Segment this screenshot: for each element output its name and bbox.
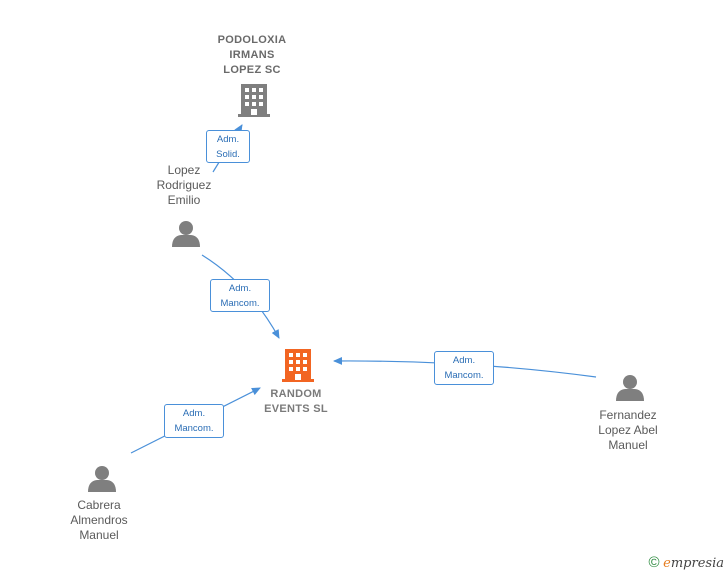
company-label-podoloxia[interactable]: PODOLOXIA IRMANS LOPEZ SC — [202, 33, 302, 78]
edge-label-line: Mancom. — [220, 298, 260, 309]
copyright-icon: © — [648, 554, 660, 571]
label-line: Fernandez — [599, 408, 657, 422]
person-icon-lopez — [172, 221, 200, 247]
edge-label-cabrera-random: Adm. Mancom. — [164, 404, 224, 438]
label-line: Lopez — [167, 163, 201, 177]
label-line: EVENTS SL — [264, 403, 328, 415]
person-icon-cabrera — [88, 466, 116, 492]
edge-label-line: Mancom. — [174, 423, 214, 434]
edge-label-line: Adm. — [228, 283, 252, 294]
edge-label-line: Adm. — [182, 408, 206, 419]
person-icon-fernandez — [616, 375, 644, 401]
brand-name: empresia — [663, 556, 724, 571]
person-label-cabrera[interactable]: Cabrera Almendros Manuel — [54, 498, 144, 543]
empresia-logo[interactable]: © empresia — [648, 554, 724, 571]
company-label-random-events[interactable]: RANDOM EVENTS SL — [246, 387, 346, 417]
brand-initial: e — [663, 556, 671, 571]
label-line: Manuel — [608, 438, 648, 452]
label-line: Cabrera — [77, 498, 121, 512]
label-line: IRMANS — [229, 49, 275, 61]
label-line: Almendros — [70, 513, 128, 527]
edge-label-fernandez-random: Adm. Mancom. — [434, 351, 494, 385]
edge-label-line: Adm. — [452, 355, 476, 366]
person-label-fernandez[interactable]: Fernandez Lopez Abel Manuel — [578, 408, 678, 453]
edge-label-lopez-podoloxia: Adm. Solid. — [206, 130, 250, 163]
brand-rest: mpresia — [670, 556, 724, 571]
label-line: Manuel — [79, 528, 119, 542]
building-icon — [238, 84, 270, 117]
label-line: LOPEZ SC — [223, 64, 281, 76]
main-building-icon — [282, 349, 314, 382]
label-line: Rodriguez — [156, 178, 212, 192]
edge-label-line: Solid. — [216, 149, 240, 160]
person-label-lopez[interactable]: Lopez Rodriguez Emilio — [139, 163, 229, 208]
label-line: RANDOM — [270, 388, 322, 400]
label-line: Emilio — [167, 193, 201, 207]
label-line: Lopez Abel — [598, 423, 658, 437]
edge-label-line: Mancom. — [444, 370, 484, 381]
edge-label-line: Adm. — [216, 134, 240, 145]
edge-label-lopez-random: Adm. Mancom. — [210, 279, 270, 312]
label-line: PODOLOXIA — [217, 34, 287, 46]
